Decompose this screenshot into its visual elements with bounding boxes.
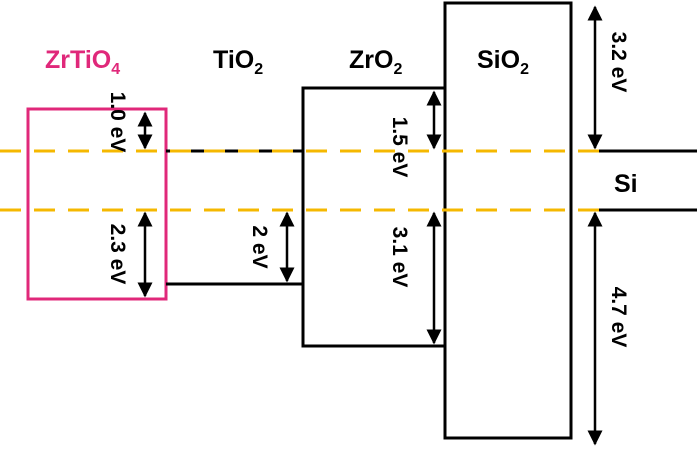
- sio2-vb-offset-value: 4.7 eV: [607, 287, 630, 348]
- tio2-vb-offset-value: 2 eV: [248, 225, 271, 268]
- zrtio4-label: ZrTiO4: [45, 46, 120, 78]
- zrtio4-vb-offset-value: 2.3 eV: [106, 224, 129, 285]
- zro2-label: ZrO2: [349, 46, 402, 78]
- sio2-cb-offset-value: 3.2 eV: [607, 32, 630, 93]
- zrtio4-cb-offset-value: 1.0 eV: [106, 92, 129, 153]
- zro2-cb-offset-value: 1.5 eV: [388, 117, 411, 178]
- sio2-label: SiO2: [477, 46, 529, 78]
- zro2-band-box: [301, 86, 447, 348]
- zro2-vb-offset-value: 3.1 eV: [388, 227, 411, 288]
- si-label: Si: [614, 170, 638, 198]
- sio2-band-box: [443, 1, 573, 440]
- zrtio4-band-box: [26, 107, 168, 301]
- tio2-label: TiO2: [213, 46, 263, 78]
